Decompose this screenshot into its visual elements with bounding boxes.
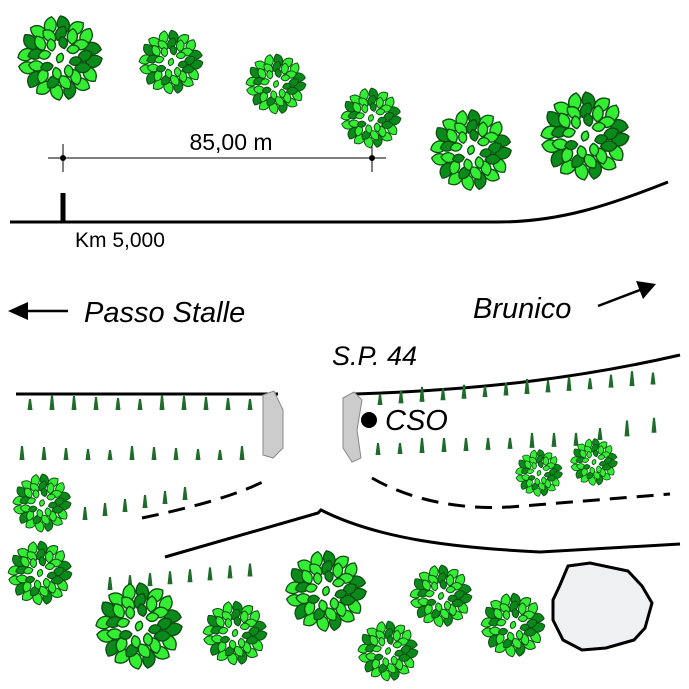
grass-tuft-icon [122, 499, 128, 512]
grass-tuft-icon [419, 386, 425, 402]
grass-tuft-icon [225, 398, 231, 410]
grass-tuft-icon [181, 396, 187, 410]
grass-tuft-icon [102, 503, 108, 516]
tree-canopy-icon [408, 563, 474, 629]
km-label: Km 5,000 [75, 229, 165, 252]
rock-icon [551, 561, 654, 652]
grass-tuft-icon [551, 432, 557, 447]
grass-tuft-icon [503, 382, 509, 396]
tree-canopy-icon [201, 599, 269, 667]
grass-tuft-icon [608, 374, 614, 388]
grass-tuft-icon [419, 437, 425, 453]
point-label: CSO [385, 405, 448, 437]
culvert-left [262, 390, 284, 459]
arrow-up-right-icon [597, 281, 656, 308]
measure-label: 85,00 m [189, 129, 272, 155]
grass-tuft-icon [239, 446, 245, 460]
measure-line [48, 144, 386, 172]
grass-tuft-icon [129, 446, 135, 460]
grass-tuft-icon [398, 390, 404, 404]
tree-canopy-icon [339, 86, 403, 150]
grass-tuft-icon [207, 567, 213, 581]
grass-tuft-icon [173, 448, 179, 460]
grass-tuft-icon [629, 371, 635, 387]
grass-tuft-icon [137, 399, 143, 410]
tree-layer [6, 13, 632, 683]
grass-tuft-icon [375, 443, 381, 455]
grass-tuft-icon [587, 378, 593, 390]
grass-tuft-icon [650, 372, 656, 385]
grass-tuft-icon [247, 399, 253, 410]
grass-tuft-icon [151, 447, 157, 460]
grass-tuft-icon [19, 446, 25, 460]
grass-tuft-icon [566, 376, 572, 391]
grass-tuft-icon [651, 417, 657, 433]
grass-tuft-icon [107, 577, 113, 590]
grass-tuft-icon [142, 495, 148, 508]
grass-layer [19, 371, 657, 590]
grass-tuft-icon [85, 449, 91, 460]
grass-tuft-icon [573, 432, 579, 446]
tree-canopy-icon [283, 548, 369, 634]
tree-canopy-icon [93, 580, 185, 672]
grass-tuft-icon [397, 442, 403, 454]
grass-tuft-icon [27, 399, 33, 410]
grass-tuft-icon [182, 487, 188, 500]
grass-tuft-icon [93, 397, 99, 410]
grass-tuft-icon [377, 394, 383, 405]
grass-tuft-icon [482, 386, 488, 398]
tree-canopy-icon [428, 107, 514, 193]
grass-tuft-icon [187, 569, 193, 583]
grass-tuft-icon [597, 428, 603, 440]
grass-tuft-icon [217, 450, 223, 460]
tree-canopy-icon [11, 472, 73, 534]
right-direction-label: Brunico [473, 293, 571, 325]
tree-canopy-icon [244, 52, 308, 116]
grass-tuft-icon [203, 397, 209, 410]
grass-tuft-icon [195, 449, 201, 460]
grass-tuft-icon [41, 447, 47, 460]
grass-tuft-icon [159, 395, 165, 410]
grass-tuft-icon [107, 450, 113, 460]
grass-tuft-icon [227, 565, 233, 579]
grass-tuft-icon [147, 573, 153, 587]
grass-tuft-icon [440, 388, 446, 401]
arrow-left-icon [8, 302, 68, 320]
tree-canopy-icon [514, 448, 564, 498]
grass-tuft-icon [162, 491, 168, 504]
point-marker-icon [361, 412, 377, 428]
tree-canopy-icon [137, 28, 205, 96]
tree-canopy-icon [479, 591, 547, 659]
tree-canopy-icon [538, 89, 632, 183]
grass-tuft-icon [82, 507, 88, 520]
grass-tuft-icon [247, 563, 253, 577]
top-road [10, 180, 669, 224]
grass-tuft-icon [507, 437, 513, 449]
culvert-right [342, 391, 363, 463]
grass-tuft-icon [545, 380, 551, 393]
grass-tuft-icon [71, 396, 77, 410]
grass-tuft-icon [624, 420, 630, 437]
tree-canopy-icon [356, 619, 420, 683]
grass-tuft-icon [529, 432, 535, 448]
road-label: S.P. 44 [332, 341, 417, 371]
grass-tuft-icon [485, 437, 491, 450]
grass-tuft-icon [167, 571, 173, 585]
grass-tuft-icon [461, 384, 467, 399]
tree-canopy-icon [6, 539, 74, 607]
grass-tuft-icon [463, 437, 469, 451]
grass-tuft-icon [441, 437, 447, 452]
grass-tuft-icon [115, 398, 121, 410]
tree-canopy-icon [15, 13, 105, 103]
left-direction-label: Passo Stalle [84, 297, 245, 329]
grass-tuft-icon [524, 378, 530, 394]
grass-tuft-icon [49, 395, 55, 410]
grass-tuft-icon [63, 448, 69, 460]
